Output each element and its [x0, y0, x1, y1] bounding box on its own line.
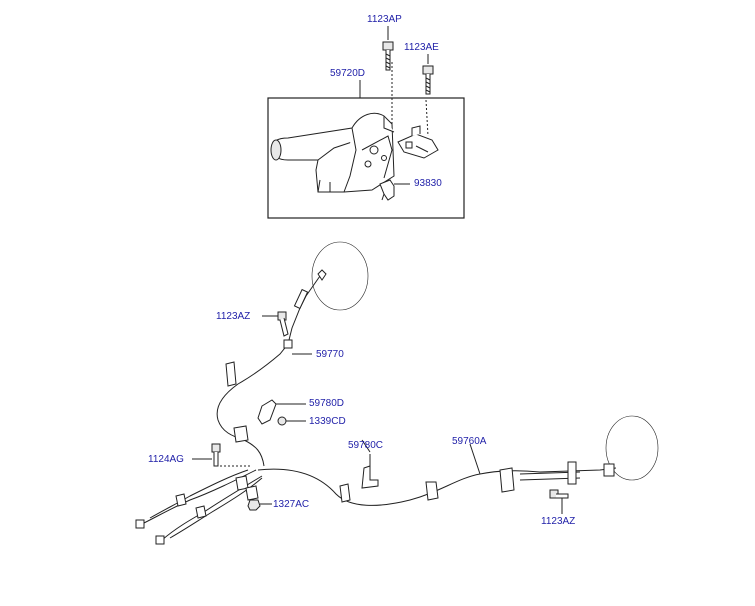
label-1123AP[interactable]: 1123AP	[367, 14, 402, 25]
brake-drum-front	[311, 241, 369, 311]
bolt-1123AP	[382, 26, 394, 71]
label-59780D[interactable]: 59780D	[309, 398, 345, 409]
left-branch-cables	[135, 469, 263, 545]
brake-drum-rear	[605, 415, 659, 481]
front-cable-59770	[216, 269, 327, 467]
label-1327AC[interactable]: 1327AC	[273, 499, 310, 510]
lever-assembly-frame	[267, 97, 465, 219]
label-59760A[interactable]: 59760A	[452, 436, 487, 447]
bracket-59780D	[257, 399, 306, 425]
nut-1327AC	[247, 499, 272, 511]
label-1339CD[interactable]: 1339CD	[309, 416, 346, 427]
label-59780C[interactable]: 59780C	[348, 440, 384, 451]
rear-cable-59760A	[257, 461, 617, 506]
label-1123AZ-lower[interactable]: 1123AZ	[541, 516, 576, 527]
label-1124AG[interactable]: 1124AG	[148, 454, 184, 465]
label-59720D[interactable]: 59720D	[330, 68, 366, 79]
parking-brake-lever	[270, 112, 395, 193]
label-1123AZ-upper[interactable]: 1123AZ	[216, 311, 251, 322]
bolt-1124AG	[192, 443, 252, 467]
label-1123AE[interactable]: 1123AE	[404, 42, 439, 53]
lever-switch-bracket	[391, 62, 439, 159]
nut-1339CD	[277, 416, 306, 426]
bolt-1123AE	[422, 54, 434, 95]
bracket-59780C	[361, 454, 379, 489]
bolt-1123AZ-upper	[262, 311, 289, 337]
clip-93830	[379, 179, 410, 201]
bolt-1123AZ-lower	[549, 489, 569, 514]
label-59770[interactable]: 59770	[316, 349, 344, 360]
label-93830[interactable]: 93830	[414, 178, 442, 189]
